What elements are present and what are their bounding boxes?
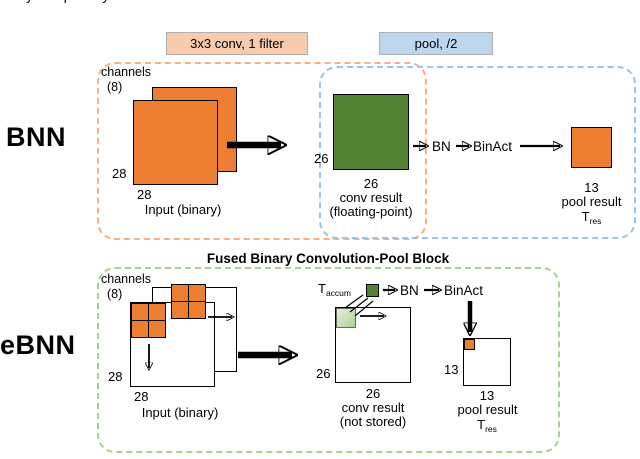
- ebnn-accum-patch: [336, 308, 356, 328]
- ebnn-conv-window-front: [131, 303, 166, 338]
- ebnn-fused-block-box: [97, 267, 560, 453]
- ebnn-t-accum-sub: accum: [325, 288, 351, 298]
- conv-window-cell: [189, 302, 205, 318]
- conv-window-cell: [189, 285, 205, 301]
- bnn-t-res-label: Tres: [571, 209, 612, 227]
- bnn-input-square-front: [133, 100, 218, 185]
- ebnn-pool-caption: pool result: [457, 402, 518, 417]
- conv-window-cell: [132, 304, 148, 320]
- bnn-input-width-label: 28: [137, 187, 152, 202]
- ebnn-channels-count: (8): [107, 287, 123, 301]
- ebnn-block-title: Fused Binary Convolution-Pool Block: [206, 251, 450, 266]
- bnn-pool-result-square: [571, 127, 612, 168]
- legend-pool: pool, /2: [379, 32, 493, 55]
- ebnn-t-res-label: Tres: [463, 417, 511, 435]
- bnn-conv-height-label: 26: [314, 151, 329, 166]
- bnn-section-label: BNN: [6, 122, 66, 152]
- bnn-input-height-label: 28: [112, 166, 127, 181]
- conv-window-cell: [132, 321, 148, 337]
- legend-conv: 3x3 conv, 1 filter: [166, 32, 308, 55]
- ebnn-conv-width-label: 26: [365, 386, 381, 401]
- bnn-pool-region-box: [319, 66, 636, 239]
- ebnn-pool-cell: [464, 339, 475, 350]
- bnn-channels-label: channels: [101, 65, 152, 79]
- ebnn-conv-caption-1: conv result: [341, 400, 405, 415]
- ebnn-channels-label: channels: [101, 272, 152, 286]
- bnn-channels-count: (8): [107, 80, 123, 94]
- bnn-pool-caption: pool result: [561, 194, 622, 209]
- bnn-conv-caption-1: conv result: [339, 190, 403, 205]
- ebnn-binact-label: BinAct: [444, 283, 484, 298]
- bnn-input-caption: Input (binary): [144, 202, 222, 217]
- ebnn-conv-window-back: [171, 284, 206, 319]
- legend-pool-label: pool, /2: [414, 36, 458, 51]
- conv-window-cell: [172, 285, 188, 301]
- bnn-t-res-sub: res: [589, 216, 602, 226]
- legend-conv-label: 3x3 conv, 1 filter: [190, 36, 284, 51]
- conv-window-cell: [172, 302, 188, 318]
- bnn-conv-caption-2: (floating-point): [329, 204, 413, 219]
- ebnn-input-width-label: 28: [134, 389, 149, 404]
- ebnn-pool-height-label: 13: [444, 362, 459, 377]
- cropped-text-fragment: y p y: [26, 0, 110, 4]
- ebnn-bn-label: BN: [400, 283, 419, 298]
- bnn-bn-label: BN: [432, 139, 451, 154]
- bnn-conv-result-square: [333, 94, 409, 170]
- conv-window-cell: [149, 304, 165, 320]
- bnn-conv-width-label: 26: [363, 176, 379, 191]
- conv-window-cell: [149, 321, 165, 337]
- ebnn-input-height-label: 28: [108, 369, 123, 384]
- ebnn-conv-caption-2: (not stored): [339, 414, 407, 429]
- bnn-binact-label: BinAct: [473, 139, 513, 154]
- ebnn-t-res-sub: res: [485, 424, 497, 434]
- ebnn-input-caption: Input (binary): [141, 405, 219, 420]
- ebnn-t-accum-label: Taccum: [318, 281, 351, 299]
- bnn-conv-region-box: [97, 62, 427, 240]
- bnn-pool-width-label: 13: [584, 180, 599, 195]
- ebnn-t-accum-base: T: [318, 281, 326, 296]
- ebnn-t-accum-square: [366, 284, 379, 297]
- ebnn-section-label: eBNN: [0, 330, 76, 360]
- ebnn-conv-result-square: [335, 307, 411, 383]
- ebnn-pool-width-label: 13: [479, 388, 495, 403]
- bnn-t-res-base: T: [581, 209, 590, 224]
- ebnn-conv-height-label: 26: [316, 366, 331, 381]
- ebnn-t-res-base: T: [477, 417, 486, 432]
